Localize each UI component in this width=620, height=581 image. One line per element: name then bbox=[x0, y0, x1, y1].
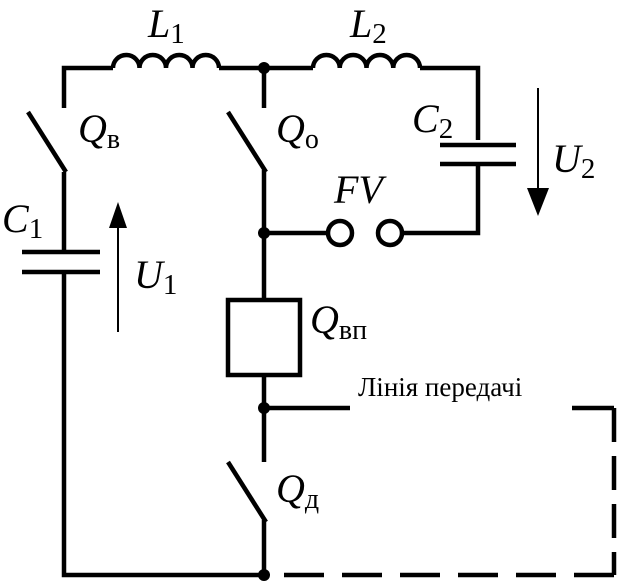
capacitor-c1 bbox=[22, 249, 100, 275]
transmission-line bbox=[264, 405, 617, 578]
switch-qd bbox=[226, 460, 268, 524]
label-qvp: Qвп bbox=[310, 297, 367, 346]
label-u2: U2 bbox=[552, 136, 595, 185]
junction-dots bbox=[258, 62, 270, 581]
junction-bottom bbox=[258, 569, 270, 581]
label-transmission-line: Лінія передачі bbox=[358, 372, 522, 402]
junction-line bbox=[258, 402, 270, 414]
fv-wire bbox=[264, 165, 481, 236]
label-c1: C1 bbox=[2, 196, 43, 245]
junction-fv bbox=[258, 227, 270, 239]
label-qv: Qв bbox=[78, 106, 120, 155]
capacitor-c2 bbox=[440, 142, 516, 167]
arrester-fv bbox=[325, 218, 405, 248]
label-fv: FV bbox=[333, 167, 387, 212]
label-qo: Qо bbox=[276, 106, 319, 155]
voltage-arrow-u2 bbox=[527, 88, 549, 216]
junction-top bbox=[258, 62, 270, 74]
label-qd: Qд bbox=[276, 466, 319, 515]
label-l2: L2 bbox=[349, 1, 387, 50]
inductor-l2 bbox=[310, 52, 423, 69]
switch-qo bbox=[226, 110, 268, 174]
inductor-l1 bbox=[110, 52, 222, 69]
label-u1: U1 bbox=[134, 252, 177, 301]
breaker-qvp bbox=[225, 297, 303, 378]
label-c2: C2 bbox=[412, 96, 453, 145]
voltage-arrow-u1 bbox=[109, 202, 127, 332]
switch-qv bbox=[26, 110, 68, 174]
label-l1: L1 bbox=[147, 1, 185, 50]
left-wire bbox=[61, 172, 264, 578]
